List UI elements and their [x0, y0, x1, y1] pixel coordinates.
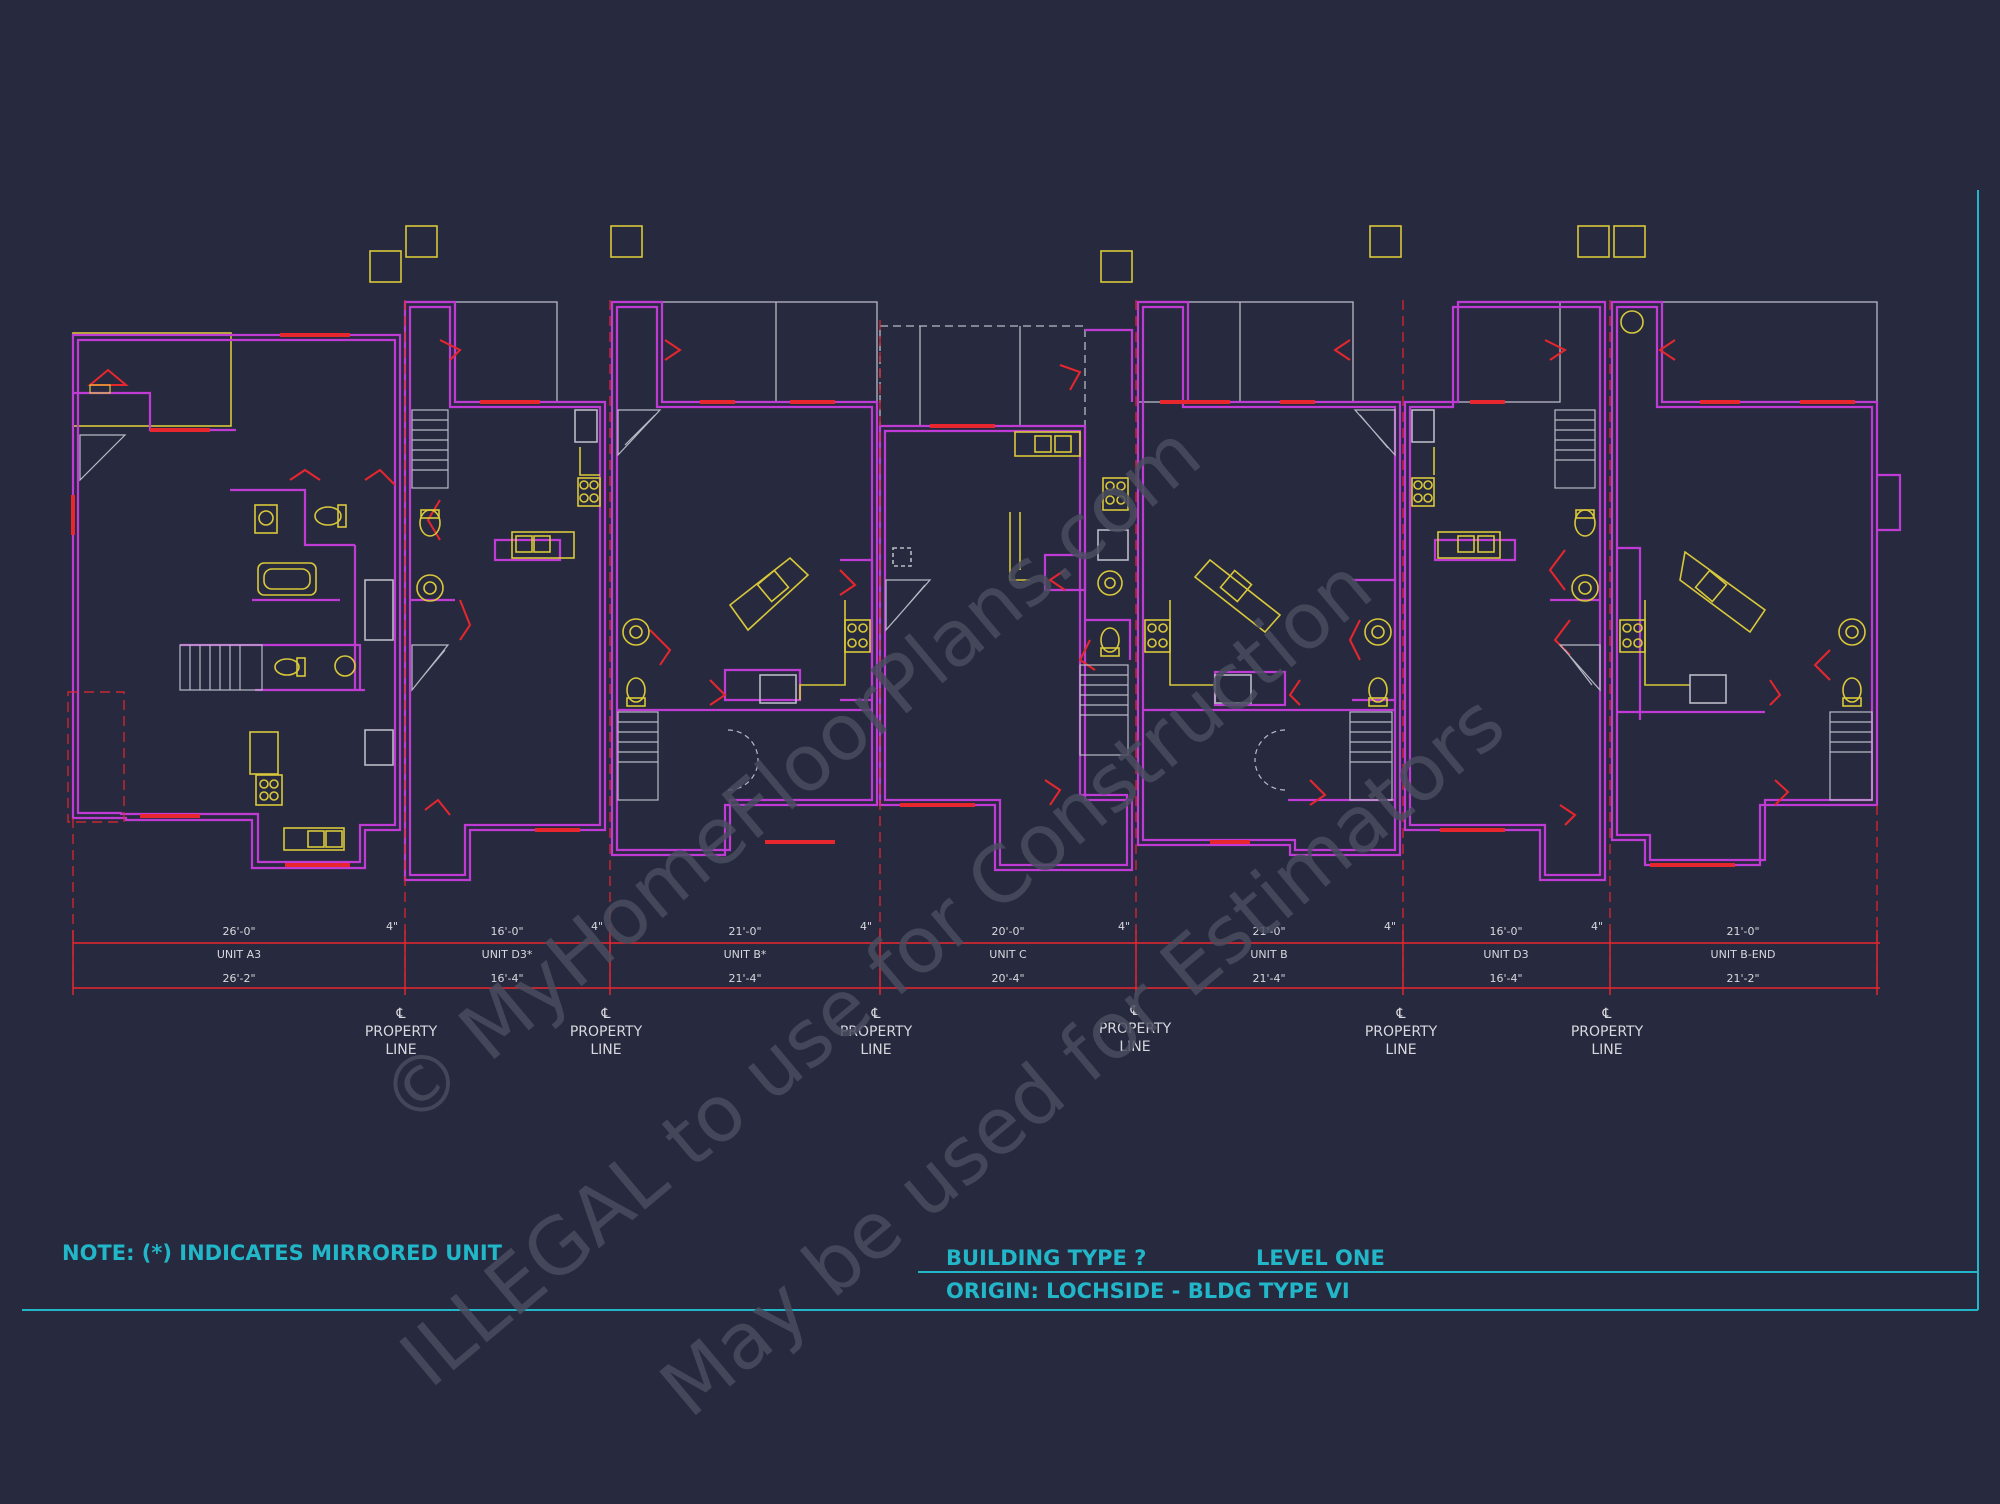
property-label-line2: LINE: [860, 1042, 891, 1058]
building-type-label: BUILDING TYPE ?: [946, 1246, 1146, 1270]
equipment-pads: [72, 225, 1646, 427]
centerline-symbol: ℄: [601, 1006, 611, 1022]
openings: [71, 333, 1855, 867]
property-label-line2: LINE: [1119, 1039, 1150, 1055]
unit-width-top: 16'-0": [1489, 925, 1522, 938]
property-line-labels: ℄ PROPERTY LINE ℄ PROPERTY LINE ℄ PROPERTY LINE ℄…: [365, 1003, 1644, 1058]
title-block: NOTE: (*) INDICATES MIRRORED UNIT BUILDI…: [62, 1241, 1978, 1303]
property-label-line1: PROPERTY: [365, 1024, 438, 1040]
unit-width-top: 21'-0": [1252, 925, 1285, 938]
unit-width-bottom: 21'-4": [1252, 972, 1285, 985]
unit-width-bottom: 21'-4": [728, 972, 761, 985]
separation-dim: 4": [1118, 920, 1130, 933]
property-label-line2: LINE: [1591, 1042, 1622, 1058]
property-label-line2: LINE: [1385, 1042, 1416, 1058]
unit-name: UNIT D3*: [482, 948, 533, 961]
unit-name: UNIT B: [1250, 948, 1287, 961]
unit-width-bottom: 16'-4": [1489, 972, 1522, 985]
centerline-symbol: ℄: [396, 1006, 406, 1022]
property-label-line1: PROPERTY: [1365, 1024, 1438, 1040]
property-label-line2: LINE: [590, 1042, 621, 1058]
unit-width-top: 20'-0": [991, 925, 1024, 938]
unit-width-bottom: 16'-4": [490, 972, 523, 985]
property-label-line1: PROPERTY: [570, 1024, 643, 1040]
separation-dim: 4": [860, 920, 872, 933]
dimension-lines: [72, 930, 1880, 995]
fixtures: [249, 409, 1866, 851]
unit-name: UNIT C: [989, 948, 1027, 961]
unit-width-top: 21'-0": [1726, 925, 1759, 938]
sheet-frame: [22, 190, 1979, 1311]
separation-dim: 4": [591, 920, 603, 933]
level-label: LEVEL ONE: [1256, 1246, 1385, 1270]
property-label-line1: PROPERTY: [840, 1024, 913, 1040]
property-label-line1: PROPERTY: [1099, 1021, 1172, 1037]
unit-width-top: 21'-0": [728, 925, 761, 938]
unit-width-bottom: 20'-4": [991, 972, 1024, 985]
unit-name: UNIT B-END: [1711, 948, 1776, 961]
unit-width-bottom: 21'-2": [1726, 972, 1759, 985]
unit-name: UNIT A3: [217, 948, 261, 961]
centerline-symbol: ℄: [1396, 1006, 1406, 1022]
separation-dim: 4": [1384, 920, 1396, 933]
origin-label: ORIGIN: LOCHSIDE - BLDG TYPE VI: [946, 1279, 1350, 1303]
unit-name: UNIT B*: [724, 948, 767, 961]
dimension-labels: 26'-0" UNIT A3 26'-2" 16'-0" UNIT D3* 16'-4" 2…: [217, 920, 1776, 985]
centerline-symbol: ℄: [1602, 1006, 1612, 1022]
unit-width-top: 16'-0": [490, 925, 523, 938]
centerline-symbol: ℄: [871, 1006, 881, 1022]
separation-dim: 4": [1591, 920, 1603, 933]
unit-width-bottom: 26'-2": [222, 972, 255, 985]
unit-width-top: 26'-0": [222, 925, 255, 938]
property-label-line2: LINE: [385, 1042, 416, 1058]
property-lines: [67, 300, 1878, 990]
separation-dim: 4": [386, 920, 398, 933]
property-label-line1: PROPERTY: [1571, 1024, 1644, 1040]
stairs: [79, 384, 1873, 801]
note-text: NOTE: (*) INDICATES MIRRORED UNIT: [62, 1241, 503, 1265]
walls: [71, 300, 1902, 882]
centerline-symbol: ℄: [1130, 1003, 1140, 1019]
unit-name: UNIT D3: [1483, 948, 1528, 961]
